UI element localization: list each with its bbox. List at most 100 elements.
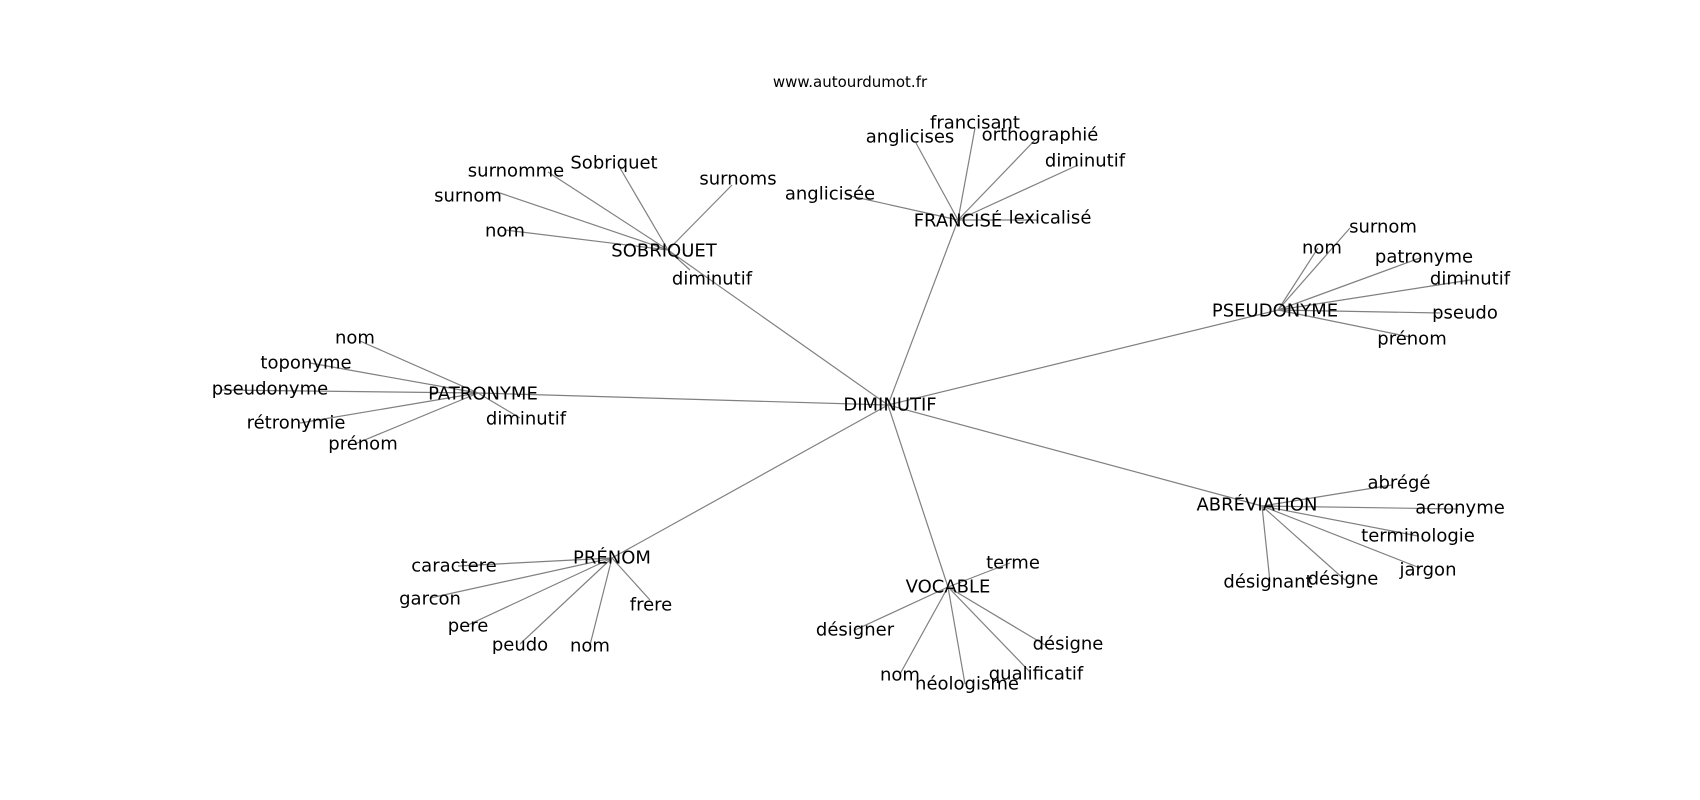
edge-hub-to-leaf <box>309 362 479 394</box>
edge-hub-to-leaf <box>589 557 613 646</box>
graph-edges <box>219 127 1471 685</box>
leaf-node-label: orthographié <box>982 125 1099 146</box>
edge-hub-to-leaf <box>947 562 1011 588</box>
edge-hub-to-leaf <box>1261 505 1271 583</box>
graph-labels: DIMINUTIF SOBRIQUET Sobriquet surnomme surno… <box>212 113 1511 695</box>
edge-hub-to-leaf <box>519 557 613 645</box>
leaf-node-label: diminutif <box>1045 151 1126 172</box>
edge-hub-to-leaf <box>899 586 949 675</box>
leaf-node-label: pere <box>448 616 489 637</box>
edge-center-to-hub <box>477 392 889 406</box>
edge-hub-to-leaf <box>457 557 613 567</box>
edge-hub-to-leaf <box>477 392 521 419</box>
hub-node-label: ABRÉVIATION <box>1196 494 1317 516</box>
leaf-node-label: lexicalisé <box>1009 208 1092 229</box>
leaf-node-label: diminutif <box>1430 269 1511 290</box>
leaf-node-label: abrégé <box>1367 473 1430 494</box>
edge-hub-to-leaf <box>1277 279 1471 311</box>
edge-hub-to-leaf <box>1277 309 1441 314</box>
edge-hub-to-leaf <box>359 340 479 394</box>
leaf-node-label: pseudonyme <box>212 379 328 400</box>
leaf-node-label: terme <box>986 553 1040 574</box>
edge-hub-to-leaf <box>611 557 651 601</box>
leaf-node-label: frere <box>630 595 673 616</box>
edge-center-to-hub <box>887 219 959 406</box>
leaf-node-label: désigne <box>1308 569 1379 590</box>
leaf-node-label: désignant <box>1223 572 1312 593</box>
edge-center-to-hub <box>887 404 949 588</box>
edge-hub-to-leaf <box>1277 257 1421 311</box>
hub-node-label: PSEUDONYME <box>1212 301 1338 322</box>
edge-center-to-hub <box>887 404 1263 507</box>
edge-center-to-hub <box>667 249 889 406</box>
leaf-node-label: toponyme <box>260 353 351 374</box>
edge-hub-to-leaf <box>947 586 1031 673</box>
leaf-node-label: acronyme <box>1415 498 1505 519</box>
leaf-node-label: terminologie <box>1361 526 1475 547</box>
edge-hub-to-leaf <box>1261 505 1419 537</box>
leaf-node-label: pseudo <box>1432 303 1498 324</box>
edge-hub-to-leaf <box>467 557 613 626</box>
edge-hub-to-leaf <box>219 389 479 394</box>
edge-hub-to-leaf <box>1261 484 1393 507</box>
leaf-node-label: surnomme <box>468 161 564 182</box>
leaf-node-label: diminutif <box>486 409 567 430</box>
edge-hub-to-leaf <box>957 164 1079 221</box>
leaf-node-label: surnoms <box>699 169 776 190</box>
edge-hub-to-leaf <box>1277 247 1319 311</box>
edge-hub-to-leaf <box>1277 227 1351 311</box>
leaf-node-label: jargon <box>1399 560 1457 581</box>
leaf-node-label: nom <box>570 636 610 657</box>
edge-hub-to-leaf <box>854 586 949 631</box>
edge-hub-to-leaf <box>547 171 669 251</box>
leaf-node-label: surnom <box>1349 217 1417 238</box>
leaf-node-label: désigner <box>816 620 895 641</box>
leaf-node-label: prénom <box>1377 329 1446 350</box>
leaf-node-label: nom <box>880 665 920 686</box>
site-url: www.autourdumot.fr <box>773 73 928 91</box>
edge-hub-to-leaf <box>957 127 976 221</box>
hub-node-label: PATRONYME <box>428 384 538 405</box>
edge-hub-to-leaf <box>499 192 669 251</box>
leaf-node-label: désigne <box>1033 634 1104 655</box>
edge-hub-to-leaf <box>947 586 1046 646</box>
center-node-label: DIMINUTIF <box>843 395 936 416</box>
edge-hub-to-leaf <box>619 167 669 251</box>
leaf-node-label: anglicisée <box>785 184 875 205</box>
edge-hub-to-leaf <box>1277 309 1411 338</box>
leaf-node-label: prénom <box>328 434 397 455</box>
edge-hub-to-leaf <box>667 184 733 251</box>
leaf-node-label: anglicises <box>866 127 955 148</box>
edge-hub-to-leaf <box>299 392 479 424</box>
edge-hub-to-leaf <box>1261 505 1459 510</box>
leaf-node-label: garcon <box>399 589 461 610</box>
edge-hub-to-leaf <box>429 557 613 599</box>
edge-hub-to-leaf <box>947 586 966 685</box>
edge-hub-to-leaf <box>667 249 691 271</box>
edge-hub-to-leaf <box>504 229 669 251</box>
leaf-node-label: nom <box>485 221 525 242</box>
leaf-node-label: francisant <box>930 113 1020 134</box>
leaf-node-label: rétronymie <box>247 413 346 434</box>
edge-hub-to-leaf <box>957 139 1036 221</box>
edge-center-to-hub <box>611 404 889 559</box>
hub-node-label: SOBRIQUET <box>611 241 717 262</box>
leaf-node-label: diminutif <box>672 269 753 290</box>
edge-hub-to-leaf <box>354 392 479 445</box>
leaf-node-label: nom <box>1302 238 1342 259</box>
hub-node-label: PRÉNOM <box>573 547 651 569</box>
leaf-node-label: Sobriquet <box>570 153 657 174</box>
leaf-node-label: peudo <box>492 635 548 656</box>
edge-hub-to-leaf <box>915 142 959 221</box>
leaf-node-label: surnom <box>434 186 502 207</box>
edge-hub-to-leaf <box>845 194 959 221</box>
hub-node-label: VOCABLE <box>906 577 991 598</box>
leaf-node-label: néologisme <box>915 674 1019 695</box>
leaf-node-label: patronyme <box>1375 247 1473 268</box>
edge-center-to-hub <box>887 309 1279 406</box>
edge-hub-to-leaf <box>1261 505 1346 581</box>
leaf-node-label: qualificatif <box>989 664 1084 685</box>
edge-hub-to-leaf <box>1261 505 1421 569</box>
leaf-node-label: caractere <box>411 556 496 577</box>
